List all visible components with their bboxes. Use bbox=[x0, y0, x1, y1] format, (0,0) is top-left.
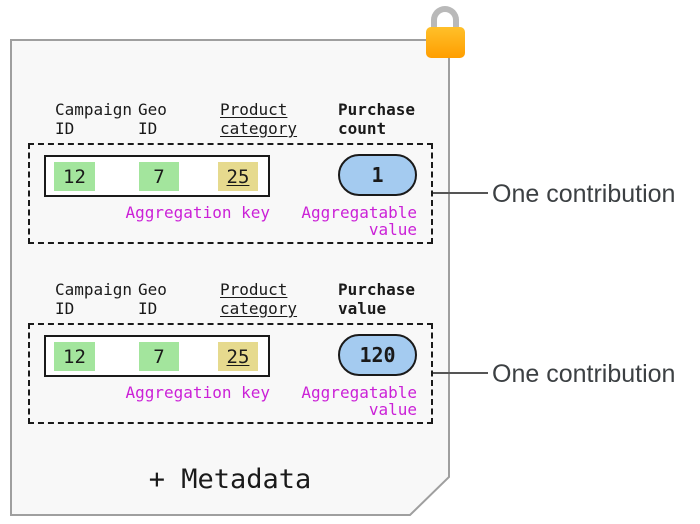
annotation-one-contribution-top: One contribution bbox=[492, 180, 676, 208]
key-cell-product-category: 25 bbox=[218, 162, 258, 191]
column-header-geo-id: Geo ID bbox=[138, 100, 167, 138]
aggregatable-value-label: Aggregatable value bbox=[301, 383, 417, 419]
aggregation-key-label: Aggregation key bbox=[125, 383, 271, 402]
key-cell-geo-id: 7 bbox=[139, 162, 179, 191]
column-header-product-category: Product category bbox=[220, 280, 298, 318]
aggregatable-value-bubble-top: 1 bbox=[338, 154, 417, 196]
column-header-geo-id: Geo ID bbox=[138, 280, 167, 318]
contribution-boundary-top bbox=[28, 143, 433, 244]
aggregatable-value-bubble-bottom: 120 bbox=[338, 334, 417, 376]
lock-shackle bbox=[431, 6, 459, 34]
key-cell-campaign-id: 12 bbox=[54, 162, 95, 191]
annotation-one-contribution-bottom: One contribution bbox=[492, 360, 676, 388]
metadata-label: + Metadata bbox=[148, 464, 312, 495]
column-header-campaign-id: Campaign ID bbox=[55, 280, 133, 318]
key-cell-geo-id: 7 bbox=[139, 342, 179, 371]
lock-icon bbox=[426, 5, 466, 59]
key-cell-campaign-id: 12 bbox=[54, 342, 95, 371]
lock-body bbox=[426, 27, 465, 58]
column-header-purchase-count: Purchase count bbox=[338, 100, 416, 138]
contribution-boundary-bottom bbox=[28, 323, 433, 424]
column-header-campaign-id: Campaign ID bbox=[55, 100, 133, 138]
column-header-product-category: Product category bbox=[220, 100, 298, 138]
key-cell-product-category: 25 bbox=[218, 342, 258, 371]
column-header-purchase-value: Purchase value bbox=[338, 280, 416, 318]
aggregatable-value-label: Aggregatable value bbox=[301, 203, 417, 239]
aggregation-key-label: Aggregation key bbox=[125, 203, 271, 222]
